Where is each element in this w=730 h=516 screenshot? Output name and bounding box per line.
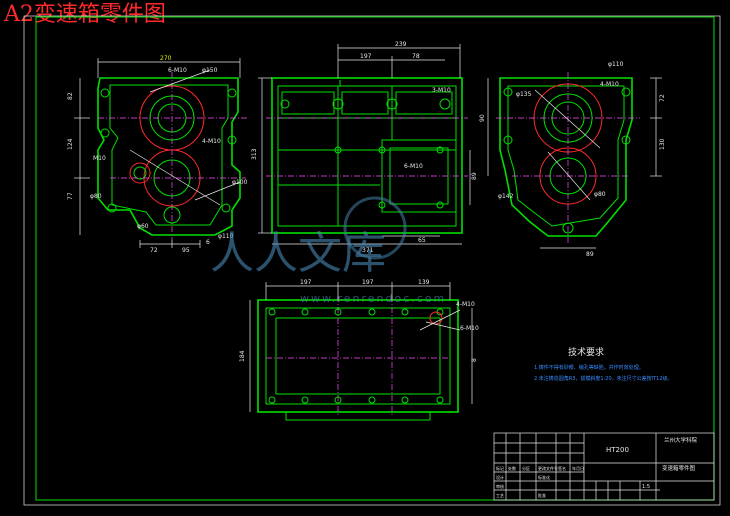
front-view: 270 6-M10 φ150 82 124 77 M10 φ60 φ100 φ8… xyxy=(67,55,248,254)
dim-right-90: 90 xyxy=(479,114,486,122)
dim-side-239: 239 xyxy=(395,41,407,48)
dim-side-197: 197 xyxy=(360,53,372,60)
material-label: HT200 xyxy=(606,446,629,454)
dim-right-72: 72 xyxy=(659,94,666,102)
watermark-text: 人人文库 xyxy=(210,228,386,279)
dim-front-95: 95 xyxy=(182,247,190,254)
title-block: HT200 兰州大学科院 变速箱零件图 1:5 标记 处数 分区 更改文件号 签… xyxy=(493,432,715,501)
dim-side-78: 78 xyxy=(412,53,420,60)
tech-req-line-1: 1.铸件不得有砂眼、缩孔等缺陷，并作时效处理。 xyxy=(534,364,644,371)
tb-review: 审核 xyxy=(496,483,504,489)
dim-front-d100: φ100 xyxy=(232,179,248,186)
tb-design: 设计 xyxy=(496,474,504,480)
dim-front-d80: φ80 xyxy=(90,193,102,200)
part-name: 变速箱零件图 xyxy=(662,464,696,472)
tb-count: 处数 xyxy=(508,465,516,471)
dim-right-d142: φ142 xyxy=(498,193,514,200)
tb-mark: 标记 xyxy=(496,465,504,471)
dim-top-197b: 197 xyxy=(362,279,374,286)
dim-right-130: 130 xyxy=(659,138,666,150)
dim-front-m10: M10 xyxy=(93,155,106,162)
watermark-url: www.renrendoc.com xyxy=(300,292,446,305)
dim-top-184: 184 xyxy=(239,350,246,362)
dim-front-d110: φ110 xyxy=(218,233,234,240)
dim-top-139: 139 xyxy=(418,279,430,286)
tb-change: 更改文件号 xyxy=(538,465,558,471)
dim-side-6m10: 6-M10 xyxy=(404,163,423,170)
side-view: 239 197 78 313 3-M10 6-M10 89 371 65 xyxy=(251,41,478,254)
dim-right-d135: φ135 xyxy=(516,91,532,98)
tb-process: 工艺 xyxy=(496,493,504,498)
dim-front-72: 72 xyxy=(150,247,158,254)
dim-top-8: 8 xyxy=(471,358,478,362)
tb-date: 年月日 xyxy=(572,465,584,471)
inner-frame xyxy=(35,16,715,501)
dim-top-4m10: 4-M10 xyxy=(456,301,475,308)
outer-frame xyxy=(23,15,721,506)
dim-front-d150: φ150 xyxy=(202,67,218,74)
dim-front-6m10: 6-M10 xyxy=(168,67,187,74)
tech-requirements: 技术要求 1.铸件不得有砂眼、缩孔等缺陷，并作时效处理。 2.未注铸造圆角R3，… xyxy=(534,346,673,382)
dim-right-4m10: 4-M10 xyxy=(600,81,619,88)
dim-top-6m10: 6-M10 xyxy=(460,325,479,332)
right-view: φ110 φ135 4-M10 72 90 130 φ142 φ80 89 xyxy=(479,61,666,258)
dim-front-124: 124 xyxy=(67,138,74,150)
dim-right-d110: φ110 xyxy=(608,61,624,68)
tech-req-line-2: 2.未注铸造圆角R3，拔模斜度1:20，未注尺寸公差按IT12级。 xyxy=(534,375,673,382)
tech-req-heading: 技术要求 xyxy=(568,346,604,358)
dim-side-313: 313 xyxy=(251,148,258,160)
dim-front-d60: φ60 xyxy=(137,223,149,230)
dim-front-270: 270 xyxy=(160,55,172,62)
school-name: 兰州大学科院 xyxy=(664,436,698,444)
dim-side-89: 89 xyxy=(471,172,478,180)
top-view: 197 197 139 184 4-M10 6-M10 8 xyxy=(239,279,479,421)
scale-value: 1:5 xyxy=(642,484,650,490)
dim-side-65: 65 xyxy=(418,237,426,244)
dim-front-6: 6 xyxy=(206,239,210,246)
dim-right-89: 89 xyxy=(586,251,594,258)
dim-front-82: 82 xyxy=(67,92,74,100)
dim-side-3m10: 3-M10 xyxy=(432,87,451,94)
dim-side-371: 371 xyxy=(362,247,374,254)
tb-approve: 批准 xyxy=(538,492,546,498)
dim-top-197a: 197 xyxy=(300,279,312,286)
tb-standard: 标准化 xyxy=(538,474,550,480)
watermark: 人人文库 www.renrendoc.com xyxy=(210,196,446,305)
dim-front-4m10: 4-M10 xyxy=(202,138,221,145)
dim-right-d80: φ80 xyxy=(594,191,606,198)
tb-sign: 签名 xyxy=(558,465,566,471)
drawing-title: A2变速箱零件图 xyxy=(4,2,166,27)
dim-front-77: 77 xyxy=(67,192,74,200)
tb-zone: 分区 xyxy=(522,465,530,471)
